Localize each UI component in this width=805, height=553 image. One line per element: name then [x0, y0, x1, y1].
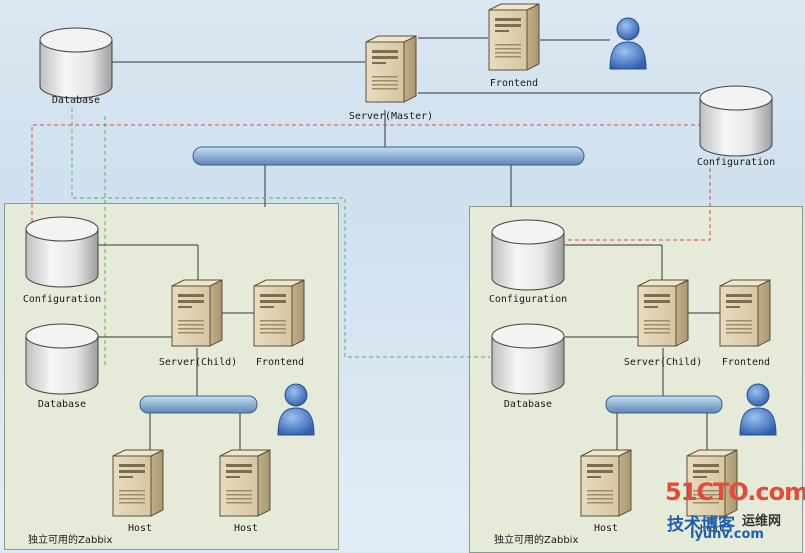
- watermark-ops: 运维网: [742, 514, 782, 529]
- left-server-label: Server(Child): [158, 357, 238, 368]
- left-network-bus: [139, 395, 258, 414]
- top-network-bus: [192, 146, 585, 166]
- right-database-icon: [491, 323, 565, 395]
- top-database-label: Database: [51, 95, 101, 106]
- right-host1-server-icon: [580, 449, 632, 517]
- right-network-bus: [605, 395, 723, 414]
- master-server-label: Server(Master): [348, 111, 434, 122]
- right-child-server-icon: [637, 279, 689, 347]
- right-host1-label: Host: [593, 523, 619, 534]
- watermark-blog: 技术博客: [667, 515, 735, 535]
- left-child-server-icon: [171, 279, 223, 347]
- left-database-label: Database: [37, 399, 87, 410]
- left-host2-server-icon: [219, 449, 271, 517]
- right-frontend-label: Frontend: [721, 357, 771, 368]
- right-configuration-icon: [491, 219, 565, 291]
- right-frontend-server-icon: [719, 279, 771, 347]
- left-host1-label: Host: [127, 523, 153, 534]
- right-links: [565, 244, 720, 455]
- right-user-icon: [739, 383, 777, 436]
- left-region-caption: 独立可用的Zabbix: [28, 535, 113, 546]
- db-sync-line: [71, 108, 490, 367]
- right-database-label: Database: [503, 399, 553, 410]
- top-links: [112, 37, 700, 207]
- left-user-icon: [277, 383, 315, 436]
- left-host1-server-icon: [112, 449, 164, 517]
- left-links: [98, 244, 254, 455]
- master-server-icon: [365, 35, 417, 103]
- top-user-icon: [609, 17, 647, 70]
- watermark-site: 51CTO.com: [665, 478, 805, 506]
- watermark-iyunv: iyunv.com: [690, 527, 764, 542]
- config-sync-line: [31, 124, 711, 241]
- right-configuration-label: Configuration: [488, 294, 568, 305]
- top-frontend-label: Frontend: [489, 78, 539, 89]
- left-frontend-server-icon: [253, 279, 305, 347]
- left-host2-label: Host: [233, 523, 259, 534]
- top-frontend-server-icon: [488, 3, 540, 71]
- left-configuration-icon: [25, 216, 99, 288]
- right-region-caption: 独立可用的Zabbix: [494, 535, 579, 546]
- top-database-icon: [39, 27, 113, 99]
- right-server-label: Server(Child): [623, 357, 703, 368]
- left-database-icon: [25, 323, 99, 395]
- top-configuration-label: Configuration: [696, 157, 776, 168]
- left-frontend-label: Frontend: [255, 357, 305, 368]
- right-host2-label: Host: [699, 523, 725, 534]
- left-configuration-label: Configuration: [22, 294, 102, 305]
- top-configuration-icon: [699, 85, 773, 157]
